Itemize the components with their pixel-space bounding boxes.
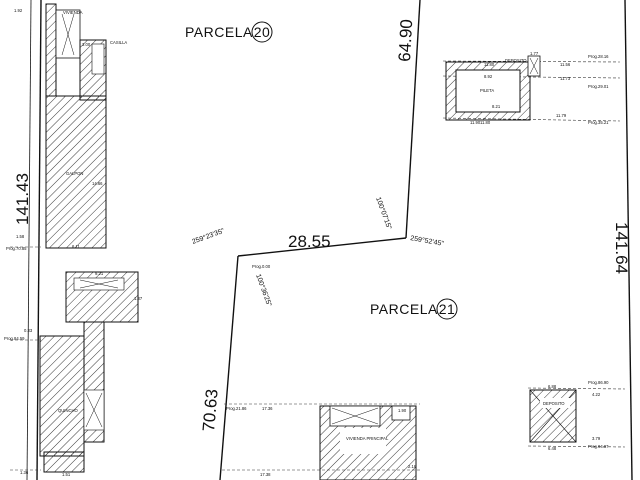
measure-m27: 1.51 xyxy=(62,472,71,477)
dim-right-side: 141.64 xyxy=(612,222,631,274)
parcel-21-number: 21 xyxy=(439,301,456,317)
dim-lower-left: 70.63 xyxy=(199,388,222,432)
reference-lines xyxy=(10,60,626,471)
deposito-right-label: DEPOSITO xyxy=(543,401,565,406)
measure-m23: 9.21 xyxy=(95,271,104,276)
measure-m22: 2.18 xyxy=(408,464,417,469)
measure-m21: 1.90 xyxy=(398,408,407,413)
quincho-label: QUINCHO xyxy=(58,408,79,413)
pileta-building: PILETA DEPOSITO 11.80 1.77 11.56 11.73 1… xyxy=(445,51,609,125)
vivienda-principal-label: VIVIENDA PRINCIPAL xyxy=(346,436,389,441)
dim-left-side: 141.43 xyxy=(13,173,32,225)
measure-m17: 6.48 xyxy=(548,446,557,451)
left-boundary-line xyxy=(36,0,42,480)
parcel21-west-line xyxy=(219,255,239,480)
measure-m18: 3.79 xyxy=(592,436,601,441)
parcel-20-text: PARCELA xyxy=(185,24,253,40)
dim-top-right: 64.90 xyxy=(395,19,416,62)
angle-a2: 259°52'45" xyxy=(410,234,445,248)
right-boundary-line xyxy=(624,0,633,480)
measure-m19: 17.36 xyxy=(262,406,273,411)
galpon-label: GALPON xyxy=(66,171,83,176)
parcel-divider-line xyxy=(237,237,407,257)
measure-m4: 0.33 xyxy=(24,328,33,333)
parcel-20-number: 20 xyxy=(254,24,271,40)
measure-m2: 1.58 xyxy=(16,234,25,239)
measure-m5: 1.36 xyxy=(20,470,29,475)
vivienda-principal-building: VIVIENDA PRINCIPAL 17.36 17.38 1.90 2.18… xyxy=(226,405,417,480)
pileta-label: PILETA xyxy=(480,88,494,93)
measure-m3: 6.11 xyxy=(72,244,81,249)
prog-p1: Prog.28.16 xyxy=(588,54,609,59)
prog-p6: Prog.84.59 xyxy=(4,336,25,341)
parcel-21-text: PARCELA xyxy=(370,301,438,317)
parcel20-east-line xyxy=(405,0,421,239)
angle-a1: 100°07'15" xyxy=(374,196,393,231)
parcel-21-label: PARCELA 21 xyxy=(370,298,458,320)
left-offset-line xyxy=(26,0,32,480)
measure-m20: 17.38 xyxy=(260,472,271,477)
angle-a3: 259°23'35" xyxy=(191,227,226,246)
measure-m15: 6.88 xyxy=(548,384,557,389)
measure-m13: 11.80 xyxy=(480,120,491,125)
measure-m26: 14.66 xyxy=(92,181,103,186)
deposito-top-label: DEPOSITO xyxy=(505,58,527,63)
quincho-building: QUINCHO 9.21 1.37 0.33 1.36 1.51 Prog.84… xyxy=(4,271,143,477)
measure-m1: 1.92 xyxy=(14,8,23,13)
galpon-building: VIVIENDA CASILLA GALPON 1.92 1.58 6.11 3… xyxy=(6,3,127,251)
prog-p3: Prog.35.21 xyxy=(588,120,609,125)
measure-m9: 11.73 xyxy=(560,76,571,81)
prog-p8: Prog.86.90 xyxy=(588,380,609,385)
measure-m10: 11.90 xyxy=(470,120,481,125)
prog-p9: Prog.94.97 xyxy=(588,444,609,449)
prog-p2: Prog.29.01 xyxy=(588,84,609,89)
measure-m14: 11.79 xyxy=(556,113,567,118)
measure-m8: 11.56 xyxy=(560,62,571,67)
prog-p5: Prog.0.00 xyxy=(252,264,271,269)
deposito-building: DEPOSITO 6.88 4.22 6.48 3.79 Prog.86.90 … xyxy=(529,380,609,451)
prog-p7: Prog.21.86 xyxy=(226,406,247,411)
measure-m24: 1.37 xyxy=(134,296,143,301)
measure-m25: 3.00 xyxy=(82,42,91,47)
casilla-label: CASILLA xyxy=(110,40,127,45)
prog-p4: Prog.70.85 xyxy=(6,246,27,251)
measure-m16: 4.22 xyxy=(592,392,601,397)
vivienda-label: VIVIENDA xyxy=(63,10,83,15)
dim-middle: 28.55 xyxy=(288,232,331,251)
parcel-20-label: PARCELA 20 xyxy=(185,21,273,43)
measure-m6: 11.80 xyxy=(484,62,495,67)
lot-boundaries xyxy=(26,0,633,480)
measure-m12: 8.21 xyxy=(492,104,501,109)
measure-m11: 8.92 xyxy=(484,74,493,79)
angle-a4: 100°36'25" xyxy=(254,273,273,308)
measure-m7: 1.77 xyxy=(530,51,539,56)
